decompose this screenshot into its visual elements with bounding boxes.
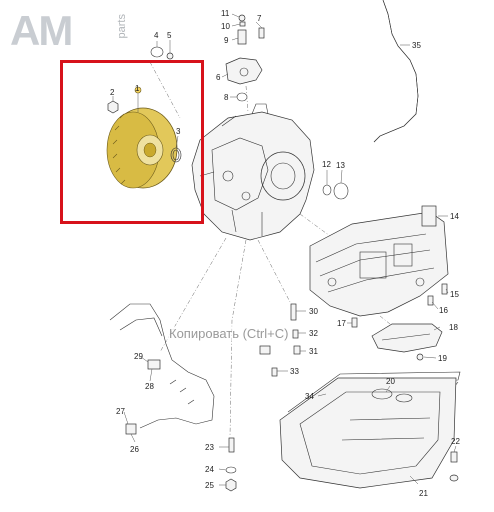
callout-15: 15 bbox=[450, 290, 459, 299]
callout-18: 18 bbox=[449, 323, 458, 332]
callout-4: 4 bbox=[154, 31, 159, 40]
bolt-stack-23-25 bbox=[225, 437, 237, 492]
callout-23: 23 bbox=[205, 443, 214, 452]
callout-29: 29 bbox=[134, 352, 143, 361]
rings-12-13 bbox=[322, 182, 349, 200]
callout-3: 3 bbox=[176, 127, 181, 136]
callout-5: 5 bbox=[167, 31, 172, 40]
oil-tube-35 bbox=[373, 0, 419, 143]
callout-7: 7 bbox=[257, 14, 262, 23]
callout-17: 17 bbox=[337, 319, 346, 328]
callout-8: 8 bbox=[224, 93, 229, 102]
callout-27: 27 bbox=[116, 407, 125, 416]
bolts-15-17 bbox=[351, 283, 448, 328]
highlight-frame bbox=[60, 60, 204, 224]
callout-35: 35 bbox=[412, 41, 421, 50]
callout-24: 24 bbox=[205, 465, 214, 474]
callout-32: 32 bbox=[309, 329, 318, 338]
callout-26: 26 bbox=[130, 445, 139, 454]
callout-13: 13 bbox=[336, 161, 345, 170]
wiring-harness bbox=[109, 303, 271, 435]
callout-22: 22 bbox=[451, 437, 460, 446]
callout-30: 30 bbox=[309, 307, 318, 316]
callout-28: 28 bbox=[145, 382, 154, 391]
callout-21: 21 bbox=[419, 489, 428, 498]
copy-tooltip: Копировать (Ctrl+C) bbox=[166, 326, 292, 341]
callout-34: 34 bbox=[305, 392, 314, 401]
small-parts-30-33 bbox=[271, 303, 301, 377]
callout-labels: 1 2 3 4 5 6 7 8 9 10 11 12 13 14 15 16 1… bbox=[110, 9, 460, 498]
callout-1: 1 bbox=[135, 84, 140, 93]
callout-10: 10 bbox=[221, 22, 230, 31]
oil-pan-and-gasket bbox=[279, 371, 461, 489]
torque-converter bbox=[106, 86, 178, 189]
callout-25: 25 bbox=[205, 481, 214, 490]
callout-20: 20 bbox=[386, 377, 395, 386]
oring-4-5 bbox=[150, 46, 174, 60]
callout-2: 2 bbox=[110, 88, 115, 97]
filter-18 bbox=[371, 323, 443, 361]
valve-body-14 bbox=[309, 205, 449, 317]
leader-lines bbox=[112, 13, 457, 486]
callout-16: 16 bbox=[439, 306, 448, 315]
callout-11: 11 bbox=[221, 9, 230, 18]
callout-6: 6 bbox=[216, 73, 221, 82]
callout-14: 14 bbox=[450, 212, 459, 221]
drain-plug-22 bbox=[449, 451, 459, 482]
brand-logo: AM parts bbox=[10, 8, 135, 58]
callout-12: 12 bbox=[322, 160, 331, 169]
callout-31: 31 bbox=[309, 347, 318, 356]
callout-19: 19 bbox=[438, 354, 447, 363]
transmission-housing bbox=[191, 103, 315, 241]
callout-33: 33 bbox=[290, 367, 299, 376]
logo-main-text: AM bbox=[10, 7, 73, 54]
sensor-assembly-6-11 bbox=[225, 14, 265, 102]
callout-9: 9 bbox=[224, 36, 229, 45]
